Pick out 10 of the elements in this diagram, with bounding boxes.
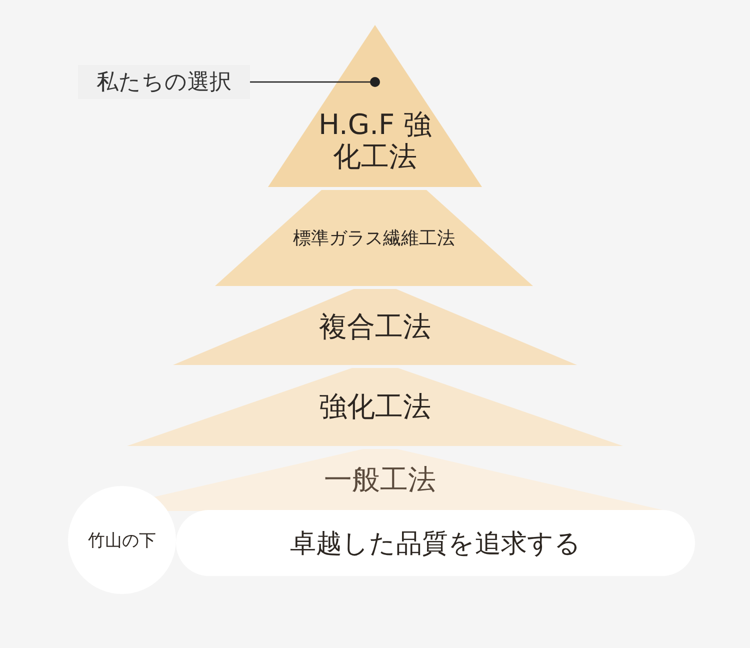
- tier-label: 標準ガラス繊維工法: [293, 227, 455, 250]
- tier-label: H.G.F 強化工法: [317, 108, 433, 174]
- banner-text: 卓越した品質を追求する: [290, 528, 581, 560]
- tier-label: 一般工法: [324, 462, 436, 498]
- callout-label: 私たちの選択: [78, 65, 250, 99]
- banner-bar: [176, 510, 695, 576]
- tier-label: 強化工法: [319, 389, 431, 425]
- circle-label: 竹山の下: [88, 530, 156, 552]
- tier-label: 複合工法: [319, 309, 431, 345]
- leader-line: [250, 77, 380, 87]
